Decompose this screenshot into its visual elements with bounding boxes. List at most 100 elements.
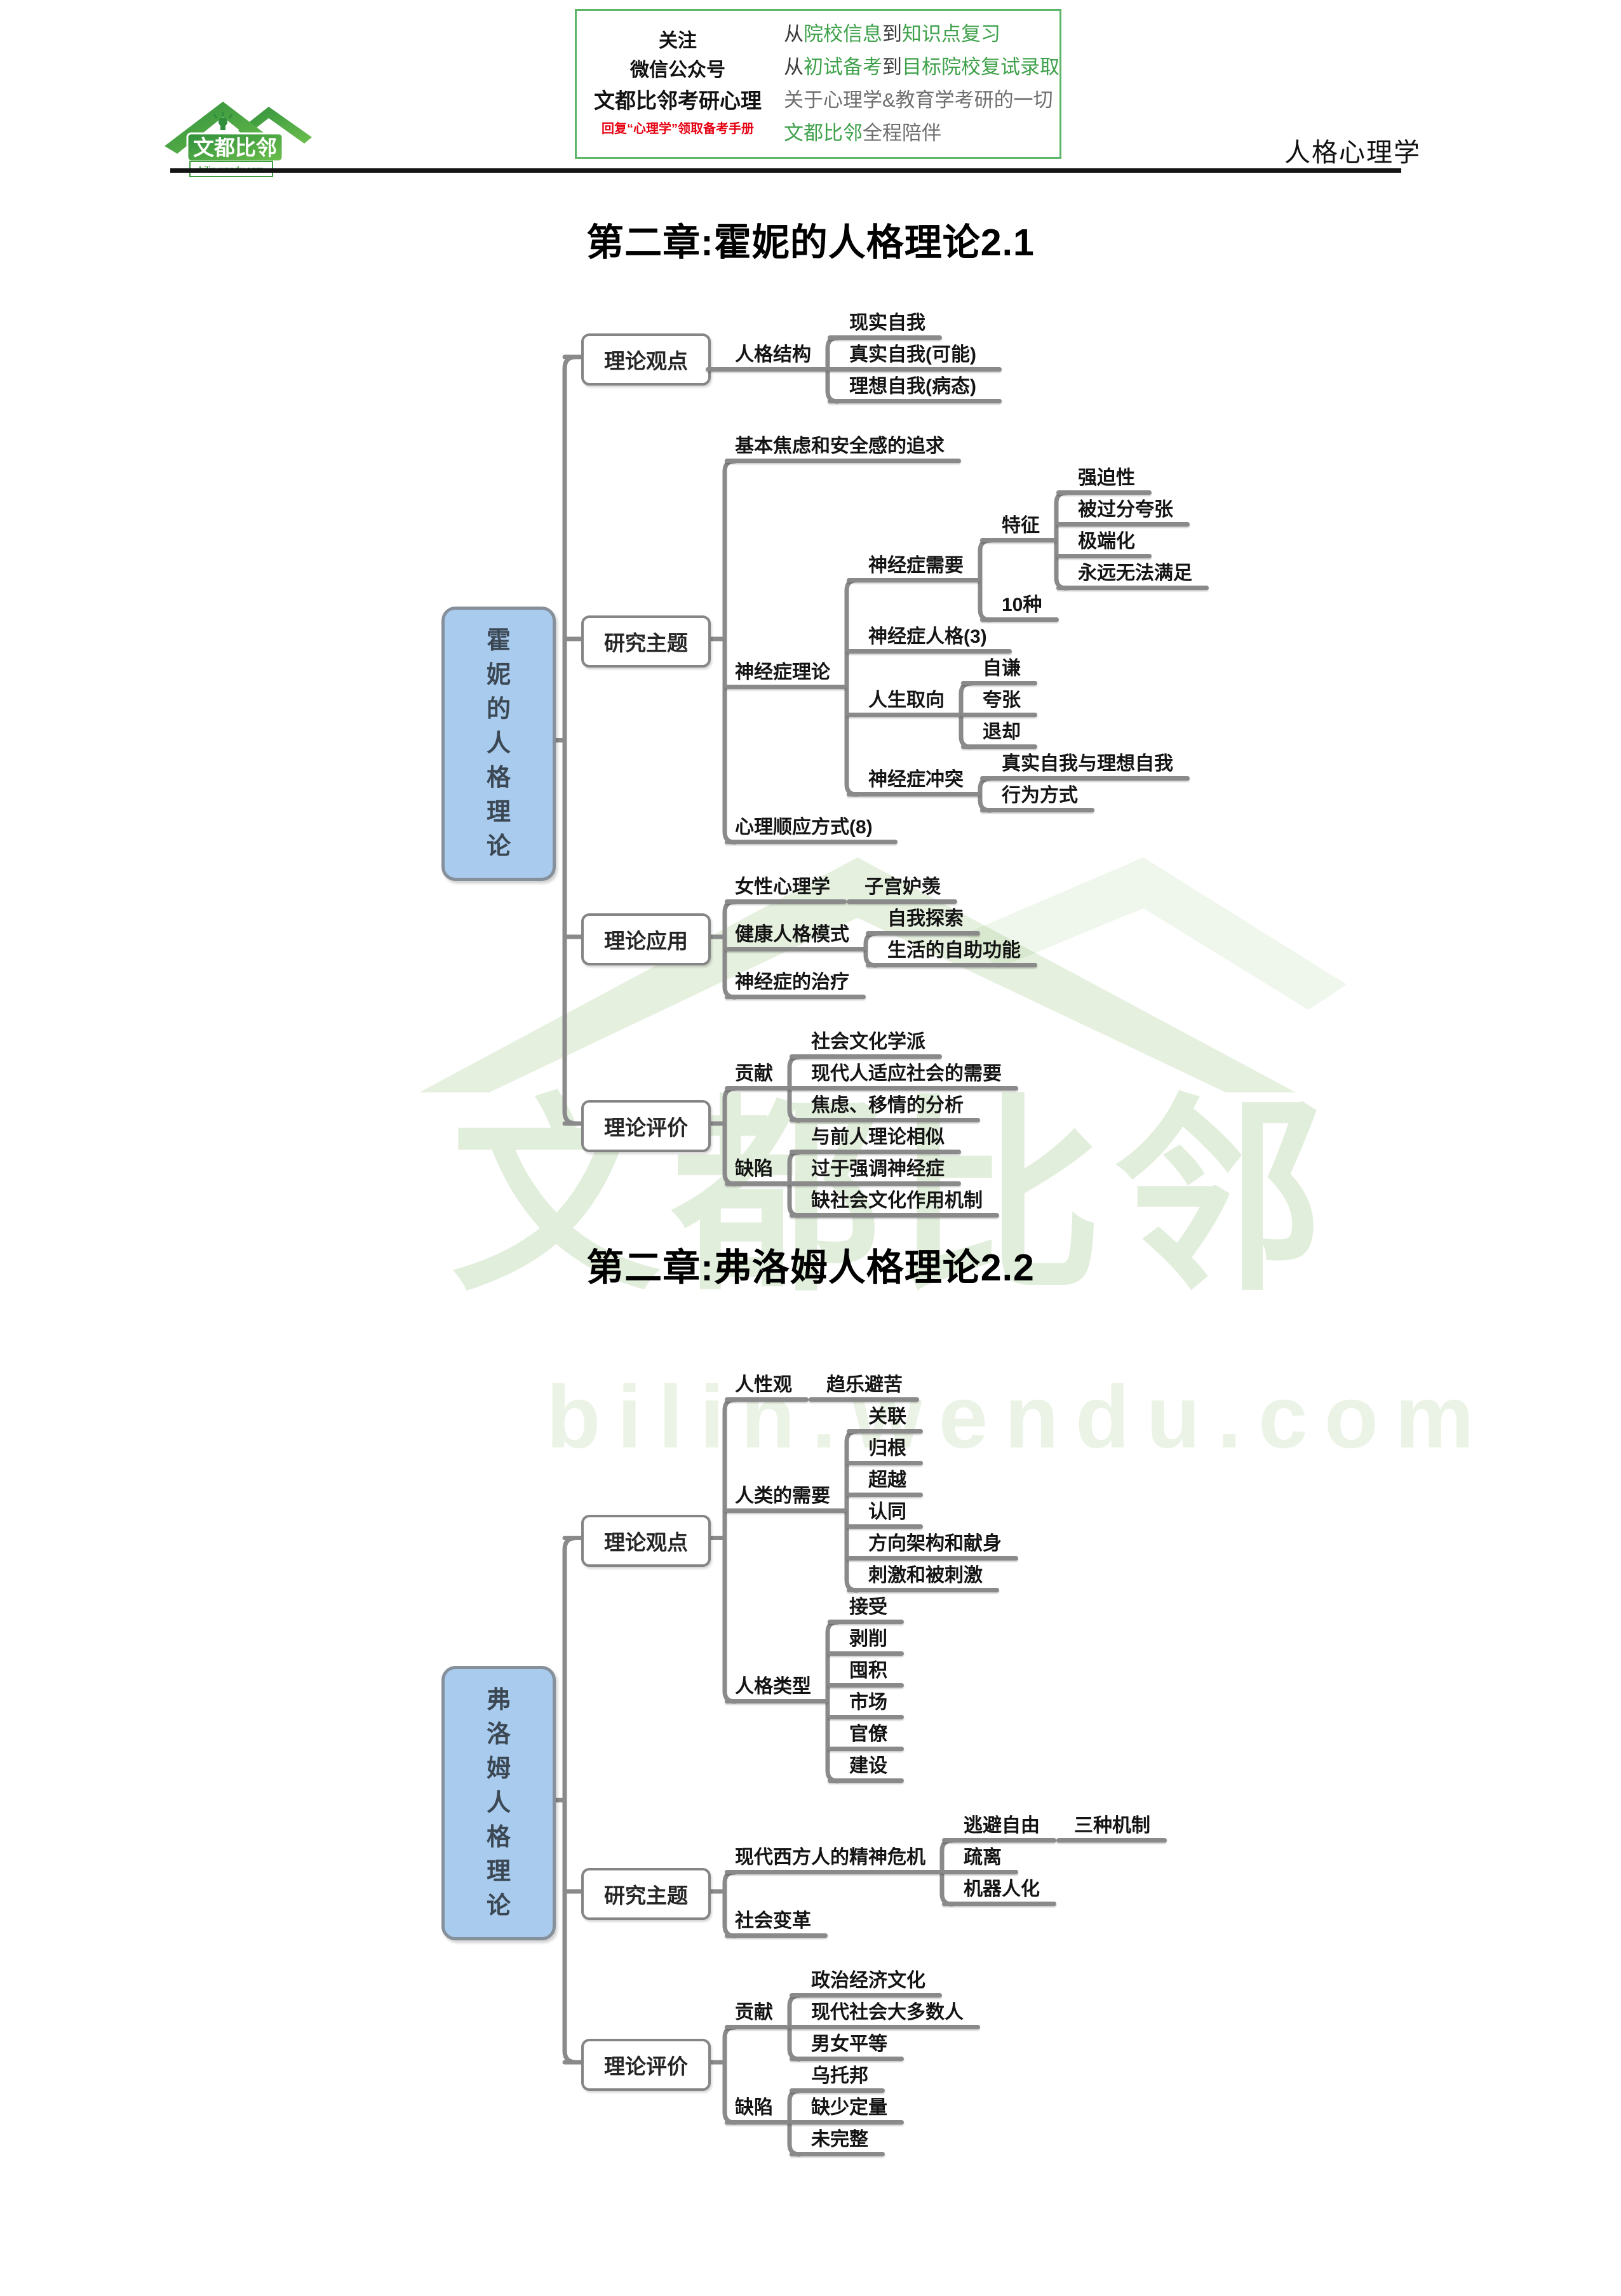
mindmap-topic-label: 被过分夸张: [1078, 499, 1173, 520]
root-node-char: 理: [486, 1858, 511, 1886]
mindmap-topic-label: 基本焦虑和安全感的追求: [735, 436, 945, 457]
mindmap-topic-label: 未完整: [811, 2129, 868, 2150]
branch-node-label: 理论观点: [604, 349, 688, 373]
mindmap-topic-underline: [725, 1086, 790, 1091]
mindmap-topic-underline: [866, 931, 980, 936]
mindmap-topic-underline: [942, 1870, 1018, 1874]
mindmap-topic-label: 自谦: [983, 658, 1021, 679]
root-node-char: 论: [486, 1893, 511, 1920]
mindmap-topic-label: 囤积: [849, 1660, 887, 1681]
mindmap-topic-underline: [847, 649, 1012, 654]
root-node-char: 洛: [486, 1721, 511, 1749]
root-node-char: 格: [486, 764, 511, 791]
mindmap-topic-label: 人生取向: [868, 690, 945, 711]
mindmap-topic-underline: [847, 1461, 923, 1465]
mindmap-topic-label: 贡献: [735, 1063, 773, 1084]
mindmap-topic-underline: [790, 1118, 980, 1122]
mindmap-branch-node: 理论观点: [581, 333, 711, 386]
mindmap-topic-underline: [847, 899, 957, 904]
mindmap-branch-node: 研究主题: [581, 615, 711, 668]
slogan-row: 从初试备考到目标院校复试录取: [784, 51, 1059, 84]
slogan-row: 从院校信息到知识点复习: [784, 18, 1059, 51]
mindmap-topic-label: 机器人化: [964, 1879, 1040, 1900]
mindmap-topic-label: 现代西方人的精神危机: [735, 1847, 925, 1868]
mindmap-topic-label: 缺少定量: [811, 2097, 887, 2118]
mindmap-topic-label: 人类的需要: [735, 1486, 830, 1507]
mindmap-branch-node: 理论评价: [581, 1100, 711, 1152]
mindmap-topic-underline: [942, 1838, 1056, 1843]
slogan-segment: 到: [882, 56, 902, 78]
reply-notice: 回复“心理学”领取备考手册: [602, 122, 754, 136]
mindmap-topic-underline: [847, 713, 961, 717]
mindmap-topic-underline: [725, 2025, 790, 2029]
mindmap-topic-underline: [828, 1620, 904, 1624]
mindmap-topic-label: 健康人格模式: [735, 924, 849, 945]
root-node-char: 论: [486, 833, 511, 860]
mindmap-topic-underline: [828, 335, 942, 340]
root-node-char: 妮: [486, 661, 511, 688]
mindmap-topic-label: 政治经济文化: [811, 1970, 925, 1991]
mindmap-topic-label: 建设: [849, 1756, 887, 1776]
mindmap-topic-underline: [725, 1397, 809, 1402]
mindmap-topic-underline: [847, 1429, 923, 1433]
branch-node-label: 研究主题: [604, 1884, 688, 1907]
mindmap-topic-underline: [790, 1054, 942, 1059]
mindmap-topic-label: 归根: [868, 1438, 906, 1459]
mindmap-topic-underline: [725, 840, 898, 844]
mindmap-topic-underline: [790, 2057, 904, 2061]
mindmap-topic-label: 乌托邦: [811, 2065, 868, 2086]
mindmap-topic-underline: [980, 538, 1056, 542]
root-node-char: 弗: [486, 1687, 511, 1714]
mindmap-topic-underline: [847, 1588, 999, 1592]
mindmap-topic-label: 缺陷: [735, 2097, 773, 2118]
root-node-char: 人: [486, 730, 511, 757]
mindmap-topic-label: 接受: [849, 1597, 887, 1618]
mindmap-branch-node: 理论观点: [581, 1514, 711, 1567]
mindmap-topic-label: 退却: [983, 722, 1021, 742]
mindmap-topic-underline: [828, 399, 1002, 403]
mindmap-topic-label: 焦虑、移情的分析: [811, 1095, 964, 1116]
wechat-follow-box: 关注 微信公众号 文都比邻考研心理 回复“心理学”领取备考手册 从院校信息到知识…: [575, 9, 1061, 159]
mindmap-topic-underline: [1056, 554, 1152, 558]
mindmap-topic-underline: [866, 963, 1037, 967]
root-node-char: 理: [486, 798, 511, 826]
mindmap-topic-underline: [1056, 1838, 1167, 1843]
mindmap-topic-underline: [790, 1993, 942, 1997]
slogan-segment: 从: [784, 23, 804, 45]
mindmap-topic-underline: [828, 1747, 904, 1751]
mindmap-topic-underline: [790, 2152, 885, 2156]
mindmap-topic-label: 行为方式: [1002, 785, 1078, 806]
mindmap-topic-label: 社会变革: [735, 1910, 811, 1931]
root-node-char: 格: [486, 1824, 511, 1851]
mindmap-topic-label: 人格结构: [735, 344, 811, 365]
mindmap-topic-underline: [790, 1150, 961, 1154]
mindmap-branch-node: 理论评价: [581, 2039, 711, 2091]
mindmap-topic-underline: [725, 899, 847, 904]
mindmap-topic-underline: [725, 2120, 790, 2125]
branch-node-label: 理论评价: [604, 2055, 688, 2078]
mindmap-topic-underline: [961, 681, 1037, 685]
mindmap-topic-underline: [790, 1181, 961, 1186]
mindmap-topic-label: 真实自我与理想自我: [1002, 753, 1173, 774]
mindmap-topic-label: 神经症需要: [868, 554, 964, 576]
slogan-segment: 关于心理学&教育学考研的一切: [784, 89, 1053, 111]
slogan-segment: 院校信息: [804, 23, 882, 45]
mindmap-topic-underline: [847, 577, 980, 582]
mindmap-root-node: 霍妮的人格理论: [441, 606, 556, 881]
mindmap-topic-underline: [790, 1213, 999, 1218]
mindmap-topic-label: 心理顺应方式(8): [735, 817, 873, 838]
page-title: 人格心理学: [1284, 138, 1421, 167]
mindmap-topic-label: 三种机制: [1074, 1815, 1150, 1836]
mindmap-topic-label: 官僚: [849, 1724, 887, 1745]
mindmap-topic-underline: [725, 685, 847, 690]
mindmap-topic-label: 缺社会文化作用机制: [811, 1190, 983, 1211]
mindmap-topic-underline: [725, 1870, 942, 1874]
mindmap-branch-node: 理论应用: [581, 913, 711, 965]
mindmap-topic-underline: [725, 995, 866, 999]
mindmap-topic-underline: [790, 2120, 904, 2125]
wechat-account-label: 微信公众号: [630, 60, 725, 81]
mindmap-topic-label: 现实自我: [849, 312, 925, 333]
slogan-segment: 从: [784, 56, 804, 78]
slogan-segment: 目标院校复试录取: [902, 56, 1059, 78]
